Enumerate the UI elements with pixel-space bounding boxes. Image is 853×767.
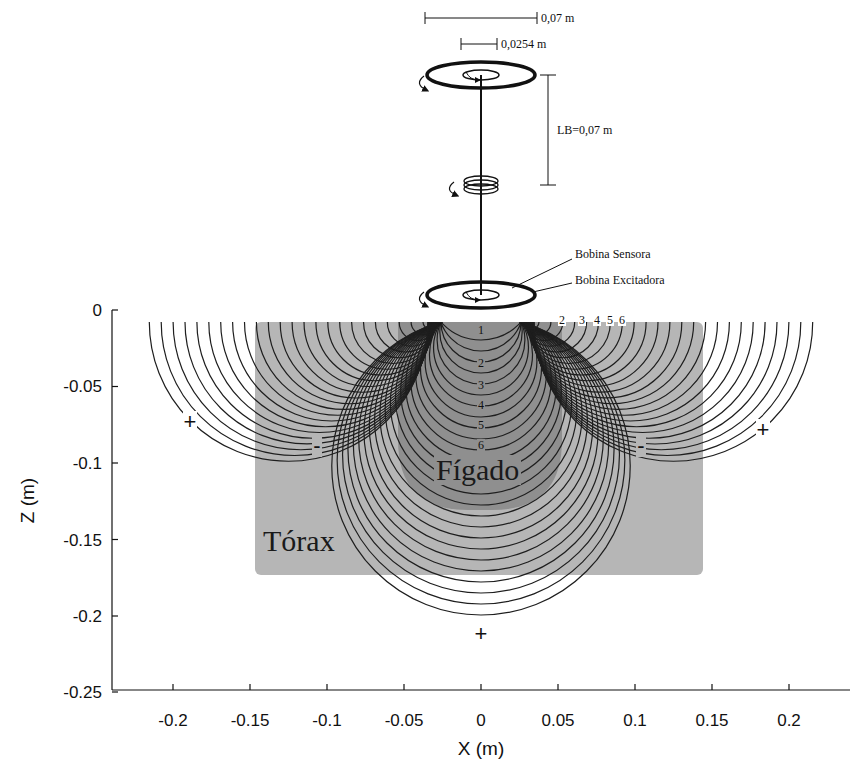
callout-number: 3 [477,379,485,391]
callout-number: 2 [558,314,566,326]
dimension: LB=0,07 m [557,124,612,136]
part-name: Bobina Sensora [575,248,651,260]
polarity-sign: + [474,623,489,645]
callout-number: 6 [477,439,485,451]
tick-label: 0.2 [777,712,801,729]
axis-title: Z (m) [19,477,38,522]
tick-label: -0.05 [63,378,102,395]
callout-number: 3 [578,314,586,326]
axes [112,310,850,692]
dimension-lines [425,12,572,292]
figado-region: Fígado [398,322,562,510]
tick-label: -0.2 [73,608,102,625]
tick-label: -0.1 [73,455,102,472]
tick-label: 0 [93,302,102,319]
region-label: Fígado [434,455,521,485]
tick-label: 0.1 [623,712,647,729]
callout-number: 4 [477,399,485,411]
polarity-sign: - [636,435,645,457]
tick-label: 0.15 [695,712,728,729]
tick-label: -0.1 [312,712,341,729]
tick-label: -0.15 [63,532,102,549]
tick-label: -0.15 [231,712,270,729]
dimension: 0,0254 m [501,38,546,50]
tick-label: -0.25 [63,684,102,701]
coil-assembly [419,62,535,308]
polarity-sign: + [183,411,198,433]
callout-number: 4 [593,314,601,326]
axis-title: X (m) [458,739,504,758]
tick-label: -0.05 [385,712,424,729]
callout-number: 5 [477,419,485,431]
dimension: 0,07 m [541,12,574,24]
tick-label: 0.05 [541,712,574,729]
polarity-sign: - [312,435,321,457]
polarity-sign: + [756,419,771,441]
callout-number: 2 [477,357,485,369]
part-name: Bobina Excitadora [575,274,665,286]
field-lines [149,322,812,615]
callout-number: 5 [606,314,614,326]
tick-label: -0.2 [158,712,187,729]
tick-label: 0 [476,712,485,729]
callout-number: 1 [477,324,485,336]
callout-number: 6 [618,314,626,326]
region-label: Tórax [261,526,337,556]
